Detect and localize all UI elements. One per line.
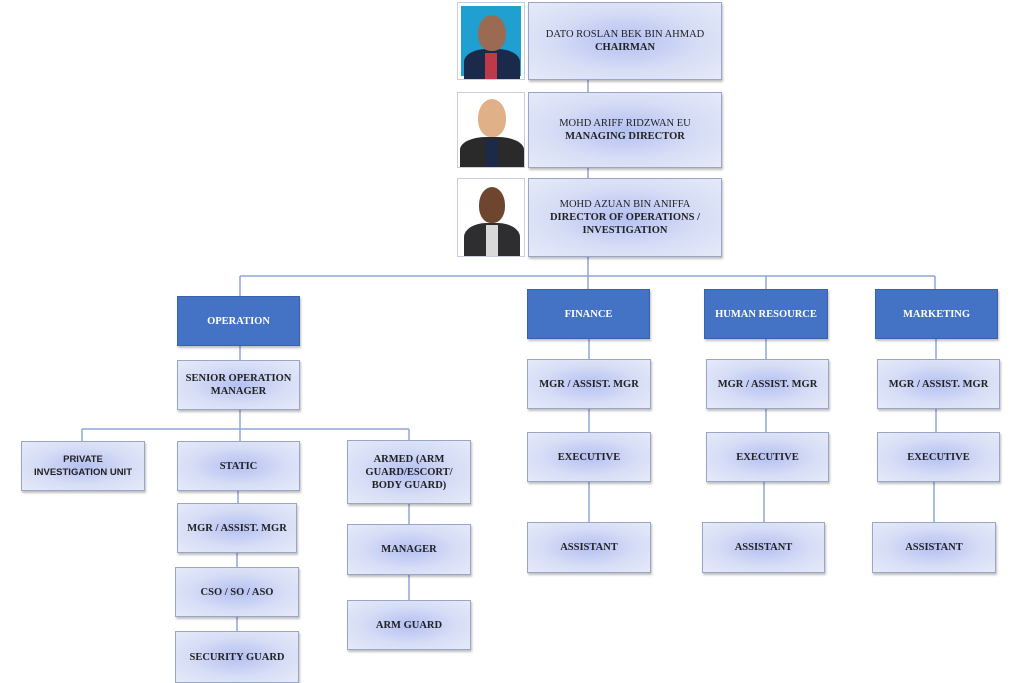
static-unit: STATIC [177,441,300,491]
armed-unit: ARMED (ARM GUARD/ESCORT/ BODY GUARD) [347,440,471,504]
finance-executive: EXECUTIVE [527,432,651,482]
finance-assistant: ASSISTANT [527,522,651,573]
director-operations-name: MOHD AZUAN BIN ANIFFA [559,199,691,210]
marketing-assistant: ASSISTANT [872,522,996,573]
armed-manager: MANAGER [347,524,471,575]
private-investigation-unit: PRIVATE INVESTIGATION UNIT [21,441,145,491]
managing-director-box: MOHD ARIFF RIDZWAN EU MANAGING DIRECTOR [528,92,722,168]
chairman-photo [457,2,525,80]
dept-marketing: MARKETING [875,289,998,339]
managing-director-photo [457,92,525,168]
chairman-name: DATO ROSLAN BEK BIN AHMAD [545,29,705,40]
static-cso: CSO / SO / ASO [175,567,299,617]
director-operations-photo [457,178,525,257]
chairman-title: CHAIRMAN [594,42,656,53]
hr-assistant: ASSISTANT [702,522,825,573]
director-operations-title: DIRECTOR OF OPERATIONS / INVESTIGATION [549,212,701,236]
hr-mgr: MGR / ASSIST. MGR [706,359,829,409]
marketing-executive: EXECUTIVE [877,432,1000,482]
hr-executive: EXECUTIVE [706,432,829,482]
armed-arm-guard: ARM GUARD [347,600,471,650]
director-operations-box: MOHD AZUAN BIN ANIFFA DIRECTOR OF OPERAT… [528,178,722,257]
dept-operation: OPERATION [177,296,300,346]
chairman-box: DATO ROSLAN BEK BIN AHMAD CHAIRMAN [528,2,722,80]
dept-human-resource: HUMAN RESOURCE [704,289,828,339]
managing-director-title: MANAGING DIRECTOR [565,131,685,142]
senior-operation-manager: SENIOR OPERATION MANAGER [177,360,300,410]
finance-mgr: MGR / ASSIST. MGR [527,359,651,409]
dept-finance: FINANCE [527,289,650,339]
static-mgr: MGR / ASSIST. MGR [177,503,297,553]
managing-director-name: MOHD ARIFF RIDZWAN EU [559,118,691,129]
static-security-guard: SECURITY GUARD [175,631,299,683]
marketing-mgr: MGR / ASSIST. MGR [877,359,1000,409]
